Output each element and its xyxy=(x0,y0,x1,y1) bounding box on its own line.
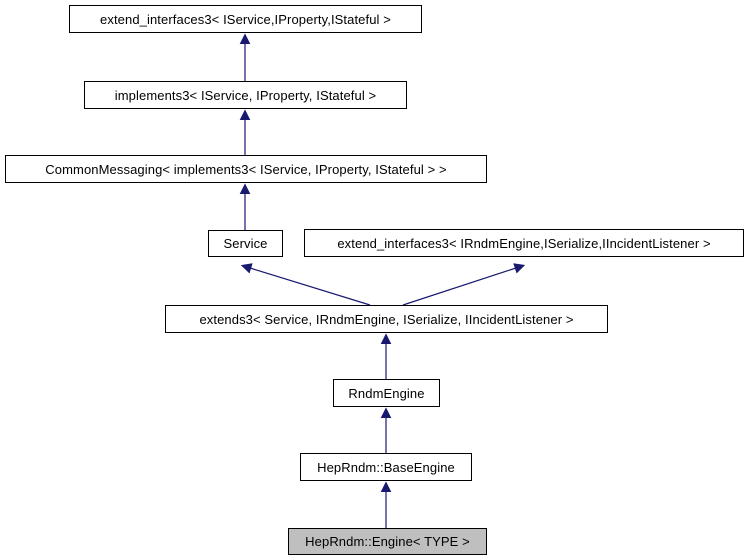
node-label: extend_interfaces3< IRndmEngine,ISeriali… xyxy=(337,235,711,251)
edge-extends3-to-extend-interfaces3-rndm xyxy=(402,263,526,306)
node-label: CommonMessaging< implements3< IService, … xyxy=(45,161,447,177)
node-extend-interfaces3-iservice[interactable]: extend_interfaces3< IService,IProperty,I… xyxy=(69,5,422,33)
node-label: implements3< IService, IProperty, IState… xyxy=(114,87,377,103)
node-extends3-service-irndmengine[interactable]: extends3< Service, IRndmEngine, ISeriali… xyxy=(165,305,608,333)
node-heprndm-baseengine[interactable]: HepRndm::BaseEngine xyxy=(300,453,472,481)
node-label: HepRndm::Engine< TYPE > xyxy=(305,534,470,549)
node-label: extend_interfaces3< IService,IProperty,I… xyxy=(100,11,391,27)
node-label: Service xyxy=(223,236,268,251)
node-label: HepRndm::BaseEngine xyxy=(317,459,455,475)
node-rndmengine[interactable]: RndmEngine xyxy=(333,379,440,407)
node-implements3-iservice[interactable]: implements3< IService, IProperty, IState… xyxy=(84,81,407,109)
node-service[interactable]: Service xyxy=(208,230,283,257)
node-commonmessaging[interactable]: CommonMessaging< implements3< IService, … xyxy=(5,155,487,183)
node-heprndm-engine-type[interactable]: HepRndm::Engine< TYPE > xyxy=(288,528,487,555)
node-label: RndmEngine xyxy=(348,385,425,401)
node-extend-interfaces3-irndmengine[interactable]: extend_interfaces3< IRndmEngine,ISeriali… xyxy=(304,229,744,257)
node-label: extends3< Service, IRndmEngine, ISeriali… xyxy=(199,311,574,327)
edge-extends3-to-service xyxy=(240,263,371,306)
